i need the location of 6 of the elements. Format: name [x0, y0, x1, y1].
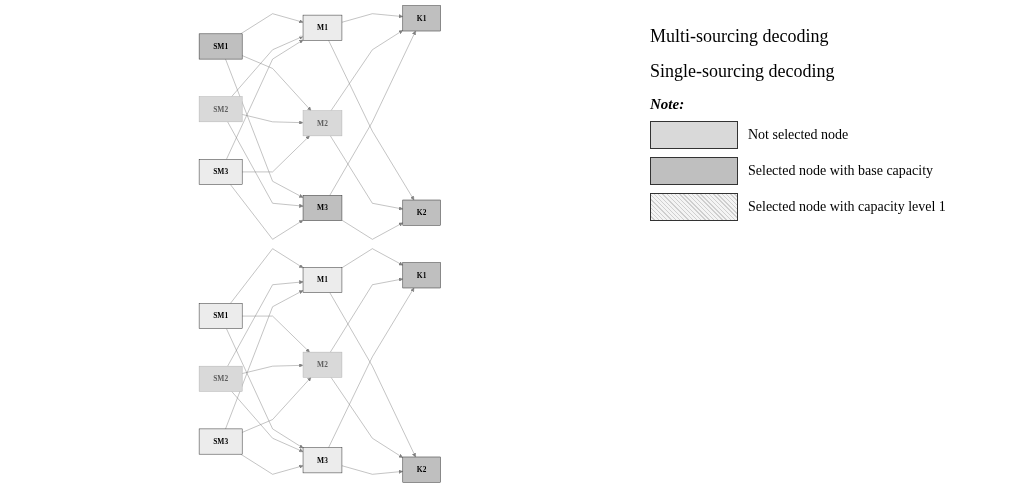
diagram-caption: Multi-sourcing decoding: [650, 26, 830, 47]
diagram-caption: Single-sourcing decoding: [650, 61, 836, 82]
legend-text: Selected node with base capacity: [748, 163, 934, 179]
legend-text: Not selected node: [748, 127, 849, 143]
legend-text: Selected node with capacity level 1: [748, 199, 946, 215]
note-heading: Note:: [650, 96, 686, 113]
